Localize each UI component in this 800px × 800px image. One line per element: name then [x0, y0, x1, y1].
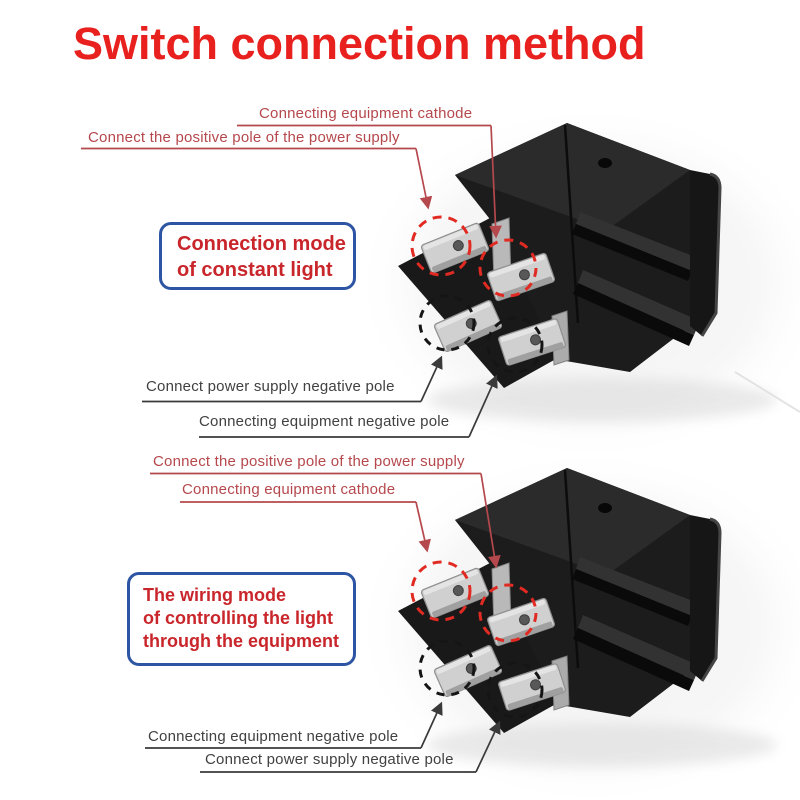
mode-box-line: through the equipment — [143, 631, 339, 652]
mode-box-line: The wiring mode — [143, 585, 287, 605]
diagram1-red-leader-lines — [81, 124, 502, 239]
label-d2-power-negative: Connect power supply negative pole — [205, 751, 454, 768]
label-d1-equipment-cathode: Connecting equipment cathode — [259, 105, 473, 122]
mode-box-controlled-light: The wiring mode of controlling the light… — [127, 572, 356, 666]
label-d1-power-negative: Connect power supply negative pole — [146, 378, 395, 395]
diagram2-dark-leader-lines — [145, 701, 501, 773]
label-d1-power-positive: Connect the positive pole of the power s… — [88, 129, 400, 146]
label-d2-equipment-negative: Connecting equipment negative pole — [148, 728, 399, 745]
label-d2-equipment-cathode: Connecting equipment cathode — [182, 481, 396, 498]
mode-box-line: Connection mode — [177, 233, 346, 255]
label-d1-equipment-negative: Connecting equipment negative pole — [199, 413, 450, 430]
diagram2-red-leader-lines — [150, 472, 501, 569]
mode-box-line: of constant light — [177, 258, 333, 281]
diagram1-dark-leader-lines — [142, 355, 498, 438]
page-title: Switch connection method — [73, 18, 646, 69]
mode-box-line: of controlling the light — [143, 608, 333, 629]
mode-box-constant-light: Connection mode of constant light — [159, 222, 356, 290]
switch-photo-1 — [352, 103, 800, 463]
label-d2-power-positive: Connect the positive pole of the power s… — [153, 453, 465, 470]
